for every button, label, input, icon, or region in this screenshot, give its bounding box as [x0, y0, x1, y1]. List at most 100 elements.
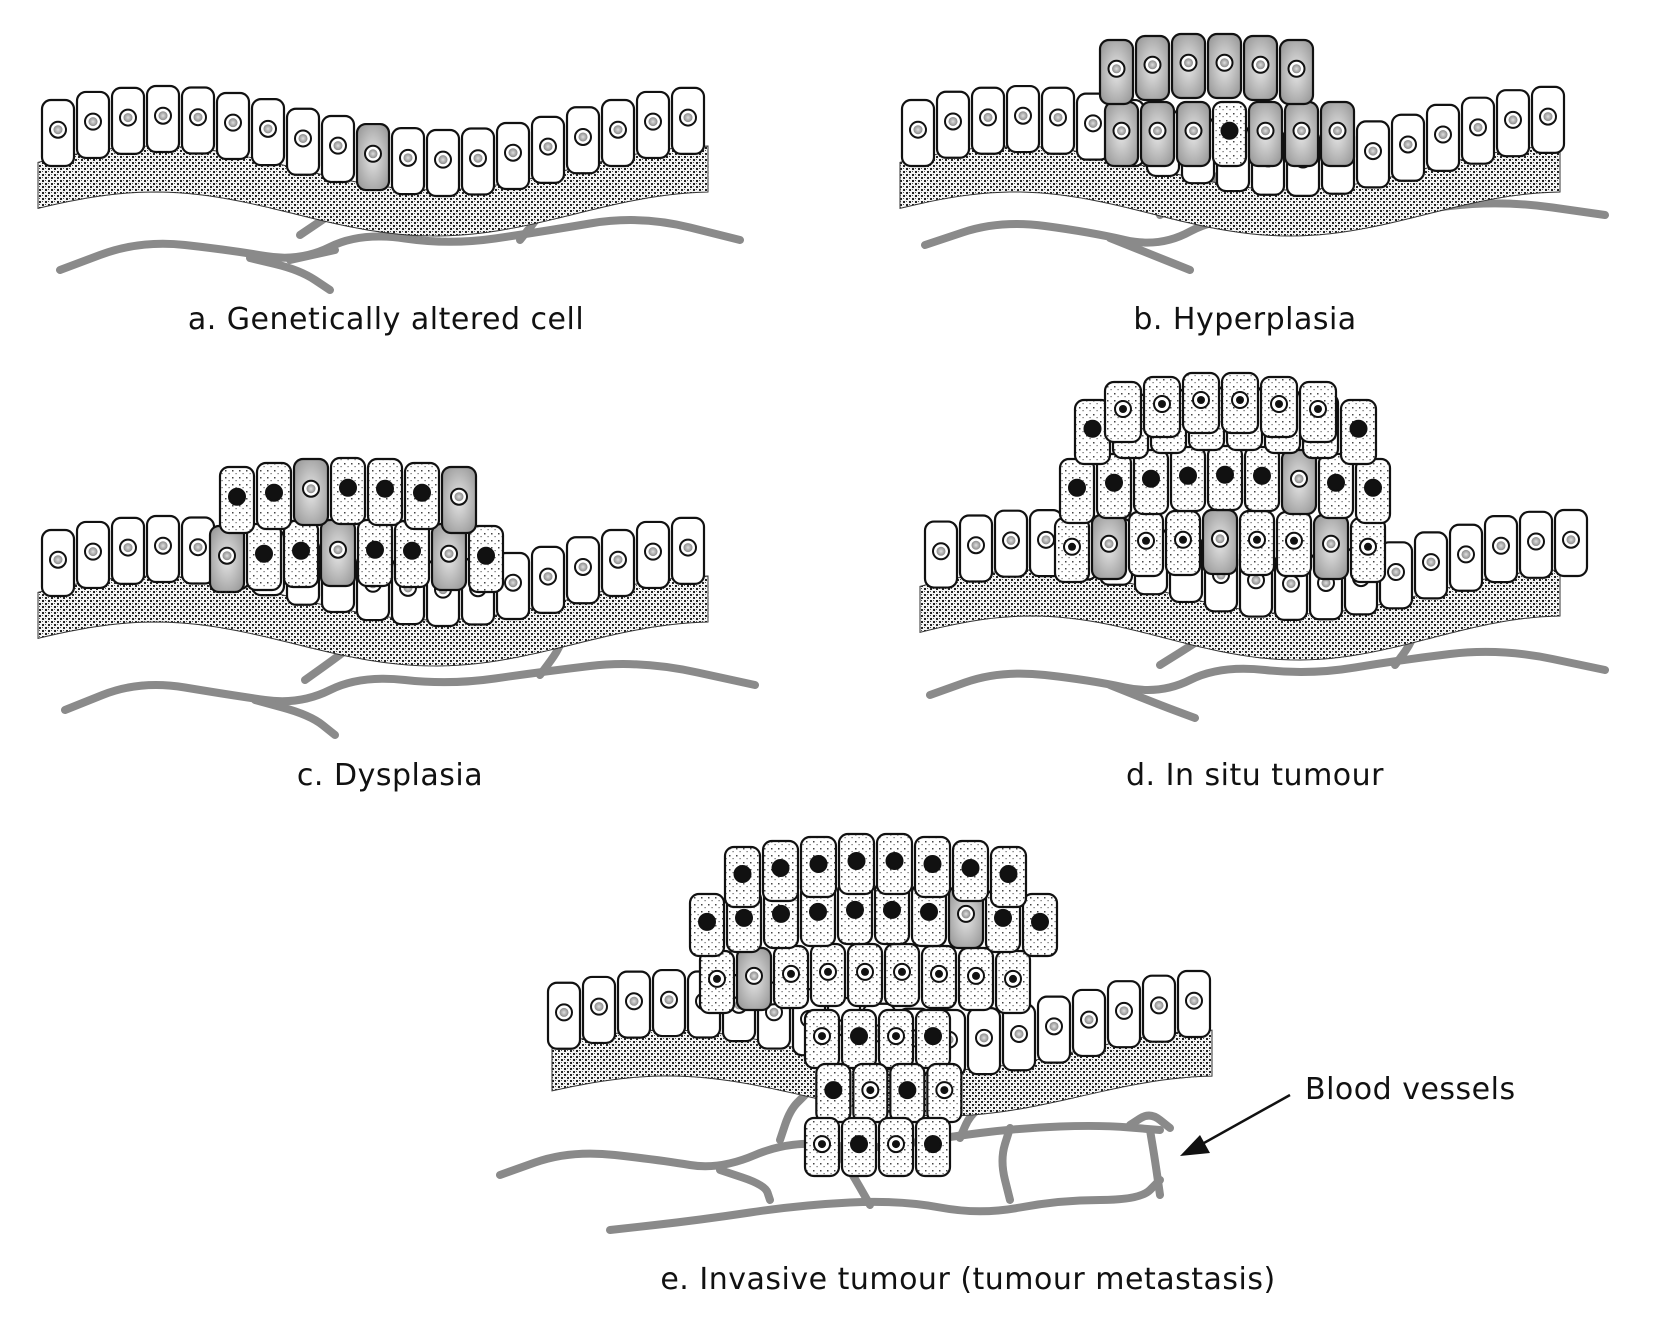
d-cell-17-nucleolus [1531, 537, 1541, 547]
d-cell-1 [958, 514, 994, 583]
c-layer1-r0-c0-nucleolus [222, 551, 232, 561]
b-layer1-r0-c2-nucleolus [1189, 126, 1198, 136]
d-cell-18 [1553, 508, 1589, 578]
e-layer1-r0-c3 [809, 942, 847, 1008]
d-cell-2-nucleolus [1006, 535, 1016, 545]
c-cell-16 [600, 528, 636, 598]
e-layer2-r0-c9-nucleus [1031, 912, 1049, 931]
e-cell-13 [1001, 1003, 1037, 1072]
d-layer4-r0-c0 [1103, 380, 1143, 444]
caption-c: c. Dysplasia [296, 758, 484, 793]
a-cell-11 [425, 128, 461, 198]
e-layer3-r0-c5 [913, 835, 952, 899]
vessel-e-branch4 [1126, 1111, 1174, 1132]
e-cell-14 [1036, 995, 1072, 1064]
b-layer2-r0-c4 [1242, 34, 1279, 102]
c-layer1-r0-c4-nucleus [366, 540, 384, 559]
a-cell-12 [460, 127, 496, 196]
c-cell-4 [180, 516, 216, 585]
b-cell-17 [1495, 89, 1531, 158]
c-cell-16-nucleolus [613, 555, 623, 565]
b-cell-1-nucleolus [948, 116, 958, 126]
e-cell-2 [616, 970, 652, 1039]
e-cell-1-nucleolus [594, 1002, 604, 1012]
d-layer4-r0-c0-nucleolus [1119, 405, 1127, 413]
d-cell-14 [1413, 531, 1449, 600]
b-cell-3 [1005, 84, 1041, 154]
a-cell-16-nucleolus [613, 125, 623, 135]
c-cell-3 [145, 514, 181, 584]
d-cell-10-nucleolus [1286, 579, 1296, 589]
e-cell-0-nucleolus [559, 1007, 569, 1017]
c-cell-1 [75, 520, 111, 590]
d-cell-3-nucleolus [1041, 535, 1051, 545]
e-cell-16-nucleolus [1119, 1006, 1129, 1016]
d-layer2-r0-c3-nucleus [1179, 466, 1197, 485]
d-layer1-r0-c7 [1312, 513, 1350, 581]
b-layer1-r0-c0-nucleolus [1117, 126, 1126, 136]
e-layer3-r0-c2-nucleus [809, 855, 828, 873]
e-invasion-r0-c0-nucleolus [818, 1032, 826, 1041]
c-cell-0 [40, 528, 76, 598]
a-cell-18-nucleolus [683, 113, 693, 123]
b-layer1-r0-c6 [1319, 100, 1356, 168]
e-invasion-r0-c2 [877, 1008, 915, 1070]
c-cell-18-nucleolus [683, 543, 693, 553]
d-layer1-r0-c0 [1053, 516, 1091, 584]
e-layer1-r0-c0-nucleolus [713, 974, 721, 983]
e-invasion-r0-c3-nucleus [924, 1027, 942, 1046]
d-cell-15 [1448, 523, 1484, 592]
d-layer1-r0-c4-nucleolus [1215, 534, 1225, 544]
caption-a: a. Genetically altered cell [187, 302, 585, 337]
d-cell-17 [1518, 510, 1554, 579]
d-cell-13-nucleolus [1391, 567, 1401, 577]
c-cell-1-nucleolus [88, 547, 98, 557]
e-layer3-r0-c5-nucleus [923, 855, 942, 873]
e-layer1-r0-c1-nucleolus [749, 971, 759, 981]
d-layer1-r0-c8 [1349, 516, 1387, 584]
d-layer2-r0-c4-nucleus [1216, 465, 1234, 484]
vessel-c-main [61, 660, 759, 714]
a-cell-10 [390, 127, 426, 196]
d-layer1-r0-c6-nucleolus [1290, 536, 1298, 545]
d-layer4-r0-c2 [1181, 371, 1221, 435]
b-layer1-r0-c3 [1211, 100, 1248, 168]
e-layer3-r0-c0 [723, 845, 762, 909]
b-cell-16-nucleolus [1473, 122, 1483, 132]
b-cell-14-nucleolus [1403, 139, 1413, 149]
b-layer1-r0-c4 [1247, 100, 1284, 168]
c-cell-2-nucleolus [123, 543, 133, 553]
e-invasion-r1-c0-nucleus [824, 1081, 843, 1100]
e-layer1-r0-c8-nucleolus [1009, 974, 1017, 983]
c-layer2-r0-c1-nucleus [265, 483, 283, 502]
vessel-d-branch1 [1106, 681, 1199, 722]
b-layer2-r0-c5-nucleolus [1292, 64, 1301, 74]
c-layer1-r0-c6-nucleolus [444, 549, 454, 559]
e-layer1-r0-c0 [698, 949, 736, 1015]
d-layer1-r0-c0-nucleolus [1068, 542, 1076, 551]
b-layer2-r0-c1 [1134, 34, 1171, 102]
d-layer2-r0-c5 [1243, 445, 1281, 513]
e-cell-15-nucleolus [1084, 1015, 1094, 1025]
c-layer2-r0-c2 [292, 457, 330, 527]
vessel-c-branch3 [536, 641, 564, 679]
b-layer1-r0-c1-nucleolus [1153, 126, 1162, 136]
e-layer3-r0-c3 [837, 832, 876, 896]
c-cell-15 [565, 536, 601, 605]
e-invasion-r1-c3-nucleolus [940, 1086, 949, 1095]
d-layer1-r0-c1 [1090, 513, 1128, 581]
e-layer1-r0-c2 [772, 944, 810, 1010]
blood-vessels-layer [56, 166, 1609, 1234]
b-layer2-r0-c3-nucleolus [1220, 58, 1229, 68]
a-cell-7-nucleolus [298, 133, 308, 143]
e-layer2-r0-c1-nucleus [735, 908, 753, 927]
vessel-a-main [56, 216, 744, 274]
e-invasion-r1-c0 [815, 1062, 852, 1124]
d-layer2-r0-c0-nucleus [1068, 478, 1086, 497]
caption-d: d. In situ tumour [1126, 758, 1384, 793]
a-cell-4-nucleolus [193, 112, 203, 122]
d-layer1-r0-c1-nucleolus [1104, 539, 1114, 549]
c-layer2-r0-c0-nucleus [228, 487, 246, 506]
vessel-a-branch4 [286, 246, 339, 264]
vessel-e-branch2 [776, 1091, 809, 1144]
